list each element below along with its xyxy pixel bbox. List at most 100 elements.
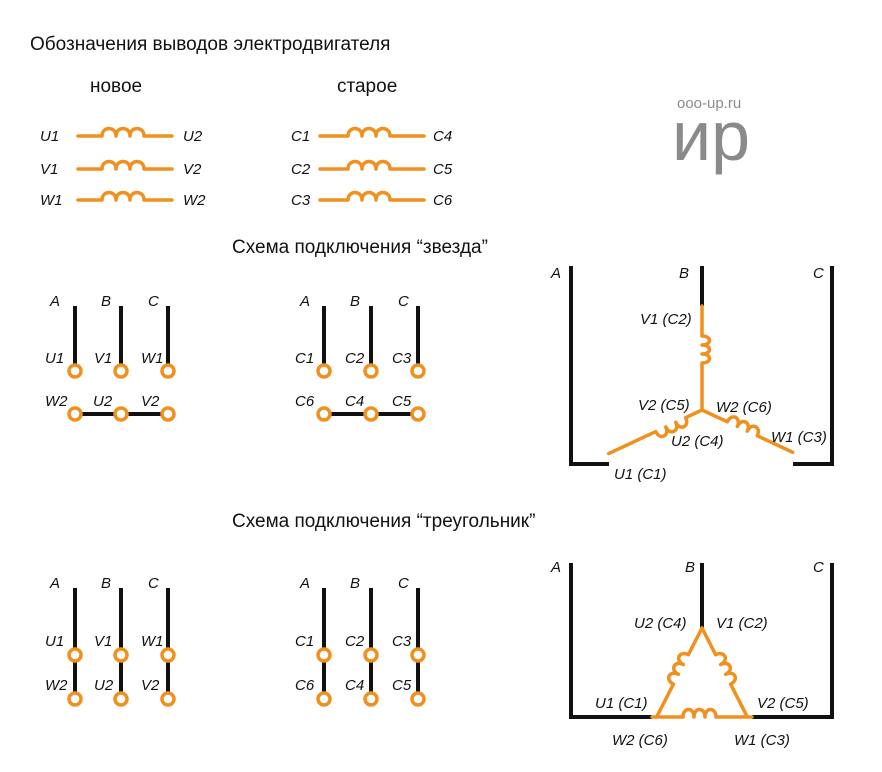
- terminal-label: C2: [345, 350, 365, 367]
- winding-end-label: C5: [433, 161, 453, 178]
- terminal-label: C4: [345, 677, 364, 694]
- terminal-label: C3: [392, 633, 412, 650]
- terminal: [410, 406, 426, 422]
- winding-coil: [76, 159, 174, 171]
- winding-start-label: U1: [40, 128, 59, 145]
- delta-coil-left: [655, 626, 704, 718]
- terminal: [67, 406, 83, 422]
- terminal-label: C6: [295, 677, 315, 694]
- terminal: [160, 406, 176, 422]
- terminal-label: C3: [392, 350, 412, 367]
- delta-coil-right: [700, 626, 749, 718]
- terminal: [316, 691, 332, 707]
- winding-coil-w: [700, 408, 795, 455]
- winding-row: C1 C4: [291, 126, 452, 145]
- star-terminal-block-old: A B C C1 C2 C3 C6 C4 C5: [295, 293, 426, 422]
- winding-coil: [76, 190, 174, 202]
- terminal-label: C2: [345, 633, 365, 650]
- winding-coil: [76, 126, 174, 138]
- star-terminal-block-new: A B C U1 V1 W1 W2 U2 V2: [45, 293, 176, 422]
- delta-terminal-block-new: A B C U1 V1 W1 W2 U2 V2: [45, 575, 176, 707]
- terminal-label: W1 (C3): [734, 732, 790, 749]
- terminal: [363, 647, 379, 663]
- page-title: Обозначения выводов электродвигателя: [30, 34, 390, 55]
- terminal: [67, 691, 83, 707]
- terminal: [410, 363, 426, 379]
- phase-label-c: C: [148, 293, 159, 310]
- phase-label-b: B: [350, 575, 360, 592]
- winding-table-old: C1 C4 C2 C5 C3 C6: [291, 126, 453, 209]
- terminal-label: C5: [392, 677, 412, 694]
- terminal: [67, 647, 83, 663]
- terminal: [160, 691, 176, 707]
- phase-label-a: A: [49, 575, 60, 592]
- winding-end-label: C6: [433, 192, 453, 209]
- delta-wiring-diagram: A B C U2 (C4) V1 (C2) U1 (C1) V2 (C5) W2…: [550, 559, 834, 749]
- terminal: [160, 363, 176, 379]
- terminal-label: V2 (C5): [757, 695, 809, 712]
- terminal-label: V1 (C2): [716, 615, 768, 632]
- terminal-label: W2: [45, 677, 68, 694]
- winding-coil: [318, 190, 426, 202]
- winding-row: V1 V2: [40, 159, 202, 178]
- phase-wire-a: [569, 266, 609, 466]
- delta-coil-bottom: [650, 707, 754, 719]
- winding-row: W1 W2: [40, 190, 206, 209]
- terminal-label: U1: [45, 350, 64, 367]
- terminal: [363, 406, 379, 422]
- winding-start-label: C2: [291, 161, 311, 178]
- terminal-label: V1: [94, 350, 112, 367]
- terminal-label: W2 (C6): [612, 732, 668, 749]
- winding-coil: [318, 126, 426, 138]
- delta-section-title: Схема подключения “треугольник”: [232, 511, 535, 532]
- winding-coil-v: [700, 304, 712, 412]
- site-url: ooo-up.ru: [677, 95, 741, 112]
- terminal-label: W2 (C6): [716, 399, 772, 416]
- phase-label-c: C: [398, 575, 409, 592]
- phase-label-b: B: [679, 265, 689, 282]
- terminal: [67, 363, 83, 379]
- phase-label-b: B: [350, 293, 360, 310]
- winding-row: C3 C6: [291, 190, 453, 209]
- phase-label-a: A: [299, 575, 310, 592]
- winding-row: U1 U2: [40, 126, 203, 145]
- phase-label-a: A: [299, 293, 310, 310]
- phase-label-c: C: [813, 559, 824, 576]
- winding-start-label: V1: [40, 161, 58, 178]
- brand-logo: ир: [672, 97, 750, 175]
- terminal: [316, 406, 332, 422]
- terminal-label: U1 (C1): [595, 695, 648, 712]
- star-wiring-diagram: A B C V1 (C2) V2 (C5) W2 (C6) U2 (C4) W1…: [550, 265, 834, 483]
- phase-label-a: A: [550, 559, 561, 576]
- terminal-label: U1: [45, 633, 64, 650]
- phase-label-b: B: [685, 559, 695, 576]
- terminal-label: U2 (C4): [634, 615, 687, 632]
- delta-terminal-block-old: A B C C1 C2 C3 C6 C4 C5: [295, 575, 426, 707]
- terminal-label: W1 (C3): [771, 429, 827, 446]
- phase-label-b: B: [101, 293, 111, 310]
- phase-wire-a: [569, 563, 652, 719]
- terminal-label: W1: [141, 350, 164, 367]
- terminal: [363, 363, 379, 379]
- terminal-label: U1 (C1): [614, 466, 667, 483]
- label-old: старое: [337, 76, 397, 97]
- terminal: [316, 363, 332, 379]
- terminal: [410, 647, 426, 663]
- winding-end-label: U2: [183, 128, 203, 145]
- terminal-label: C1: [295, 350, 314, 367]
- terminal-label: W1: [141, 633, 164, 650]
- phase-label-c: C: [398, 293, 409, 310]
- terminal-label: V1 (C2): [640, 311, 692, 328]
- terminal-label: W2: [45, 393, 68, 410]
- terminal-label: V2 (C5): [638, 397, 690, 414]
- terminal: [113, 691, 129, 707]
- terminal-label: U2: [93, 393, 113, 410]
- terminal: [410, 691, 426, 707]
- winding-end-label: C4: [433, 128, 452, 145]
- terminal-label: C1: [295, 633, 314, 650]
- terminal: [113, 406, 129, 422]
- phase-label-c: C: [813, 265, 824, 282]
- winding-table-new: U1 U2 V1 V2 W1 W2: [40, 126, 206, 209]
- winding-row: C2 C5: [291, 159, 453, 178]
